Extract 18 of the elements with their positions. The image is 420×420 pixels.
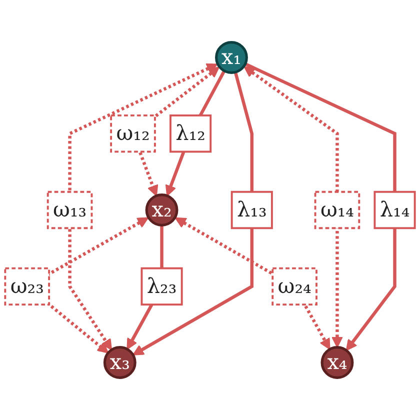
edge-label: ω₁₂ — [116, 120, 150, 146]
arrow — [244, 66, 343, 348]
edge-label: λ₂₃ — [146, 273, 177, 298]
edge-label: ω₂₄ — [278, 273, 312, 298]
node-circle: x₂ — [145, 194, 178, 226]
arrow — [132, 72, 254, 356]
node-circle: x₄ — [320, 346, 354, 379]
edge-label: ω₁₄ — [320, 197, 354, 222]
edge-label: ω₁₃ — [53, 197, 87, 222]
edge-label: ω₂₃ — [10, 273, 44, 298]
arrow — [244, 62, 396, 351]
node-circle: x₃ — [103, 346, 136, 379]
edge-label: λ₁₂ — [176, 120, 206, 146]
arrow — [165, 70, 226, 196]
edge-label: λ₁₄ — [380, 197, 410, 222]
edge-label: λ₁₃ — [237, 197, 267, 222]
node-circle: x₁ — [215, 41, 248, 74]
arrow — [174, 217, 330, 350]
